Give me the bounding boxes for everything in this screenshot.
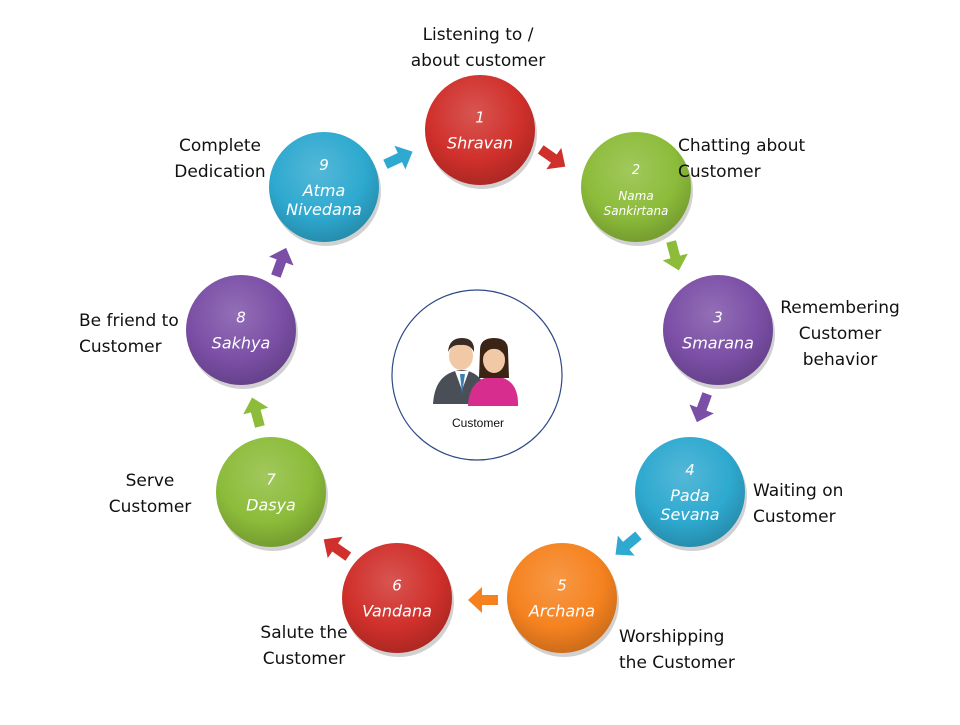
step-description-8: Be friend to Customer (79, 311, 179, 357)
step-number: 8 (236, 309, 246, 327)
step-circle (216, 437, 326, 547)
flow-arrow-icon (537, 145, 566, 170)
step-number: 5 (557, 577, 567, 595)
step-description-2: Chatting about Customer (678, 136, 806, 182)
center-circle (391, 289, 563, 461)
step-circle (342, 543, 452, 653)
step-number: 3 (713, 309, 723, 327)
flow-arrow-icon (243, 397, 269, 428)
step-number: 7 (266, 471, 276, 489)
step-circle (269, 132, 379, 242)
cycle-arrows (243, 145, 714, 613)
step-name: Sakhya (212, 334, 271, 353)
step-number: 2 (632, 163, 640, 178)
step-circle (663, 275, 773, 385)
step-description-6: Salute the Customer (260, 623, 348, 669)
step-number: 1 (475, 109, 485, 127)
step-description-9: Complete Dedication (174, 136, 266, 182)
step-circle (635, 437, 745, 547)
step-circle (186, 275, 296, 385)
step-circle (581, 132, 691, 242)
step-name: Shravan (447, 134, 513, 153)
step-description-1: Listening to / about customer (410, 25, 546, 71)
step-description-3: Remembering Customer behavior (780, 298, 900, 370)
flow-arrow-icon (468, 587, 498, 613)
step-name: Dasya (246, 496, 296, 515)
flow-arrow-icon (689, 392, 714, 423)
step-name: Smarana (682, 334, 754, 353)
step-number: 9 (319, 156, 329, 174)
step-name: Vandana (362, 602, 432, 621)
center-node: Customer (391, 289, 563, 461)
step-description-4: Waiting on Customer (753, 481, 844, 527)
customer-couple-icon (433, 338, 519, 406)
step-description-7: Serve Customer (108, 471, 192, 517)
step-circle (507, 543, 617, 653)
flow-arrow-icon (269, 247, 294, 278)
step-number: 6 (392, 577, 402, 595)
flow-arrow-icon (662, 240, 688, 271)
step-name: Archana (528, 602, 595, 621)
flow-arrow-icon (615, 531, 642, 556)
step-description-5: Worshipping the Customer (619, 627, 735, 673)
flow-arrow-icon (323, 536, 352, 561)
step-circle (425, 75, 535, 185)
step-number: 4 (685, 461, 695, 479)
flow-arrow-icon (383, 145, 413, 170)
center-label: Customer (452, 416, 504, 430)
